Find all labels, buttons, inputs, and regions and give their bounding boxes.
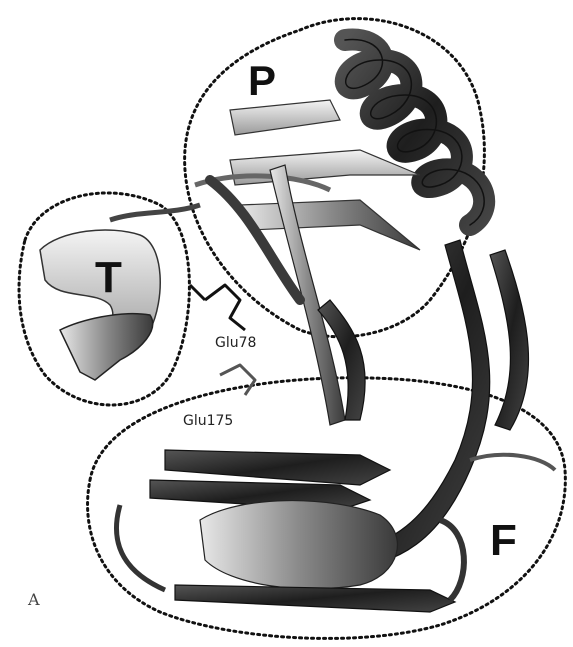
region-label-p: P xyxy=(248,57,276,104)
glu78-sidechain xyxy=(190,285,245,330)
panel-label: A xyxy=(27,590,40,609)
region-label-f: F xyxy=(490,516,517,565)
residue-label-glu78: Glu78 xyxy=(215,335,256,351)
alpha-helix xyxy=(345,40,484,225)
region-label-t: T xyxy=(95,253,122,302)
residue-label-glu175: Glu175 xyxy=(183,413,233,429)
